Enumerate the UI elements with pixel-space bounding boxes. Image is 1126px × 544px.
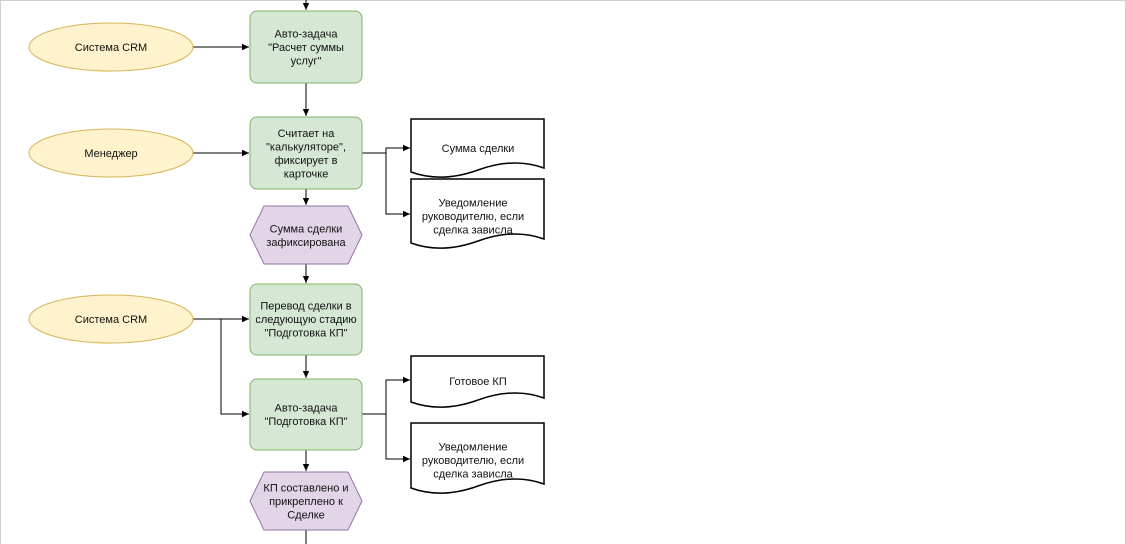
label-line: Перевод сделки в [260, 301, 351, 313]
label-line: сделка зависла [433, 225, 513, 237]
connector-actor-3-to-process-4 [220, 319, 249, 418]
label-line: "Расчет суммы [268, 42, 344, 54]
process-shape [249, 10, 363, 84]
actor-label: Система CRM [75, 314, 147, 326]
label-line: руководителю, если [422, 211, 524, 223]
actor-shape [28, 294, 194, 344]
label-line: "калькуляторе", [266, 141, 346, 153]
label-line: Авто-задача [275, 402, 339, 414]
connector-process-4-to-document-3 [362, 376, 410, 415]
label-line: руководителю, если [422, 455, 524, 467]
event-label: Сумма сделки зафиксирована [266, 223, 346, 249]
process-shape [249, 378, 363, 451]
document-label: Готовое КП [449, 376, 507, 388]
label-line: Система CRM [75, 42, 147, 54]
event-deal-sum-fixed[interactable]: Сумма сделки зафиксирована [249, 205, 363, 265]
document-shape [410, 422, 545, 494]
process-label: Авто-задача"Расчет суммы услуг" [268, 29, 344, 68]
label-line: Сумма сделки [442, 143, 515, 155]
process-shape [249, 283, 363, 356]
actor-crm-system-top[interactable]: Система CRM [28, 22, 194, 72]
label-line: Авто-задача [275, 29, 339, 41]
label-line: следующую стадию [255, 314, 356, 326]
document-shape [410, 355, 545, 408]
document-ready-proposal[interactable]: Готовое КП [410, 355, 545, 408]
label-line: Готовое КП [449, 376, 507, 388]
actor-shape [28, 128, 194, 178]
actors: Система CRM Менеджер Система CRM [28, 22, 194, 344]
connectors [193, 0, 410, 544]
actor-label: Менеджер [84, 148, 137, 160]
label-line: зафиксирована [266, 237, 346, 249]
event-shape [249, 471, 363, 531]
events: Сумма сделки зафиксирована КП составлено … [249, 205, 363, 531]
document-shape [410, 118, 545, 178]
label-line: Считает на [278, 128, 336, 140]
connector-process-2-to-document-2 [385, 153, 410, 218]
process-label: Авто-задача "Подготовка КП" [264, 402, 347, 428]
label-line: КП составлено и [263, 483, 348, 495]
label-line: Менеджер [84, 148, 137, 160]
document-label: Сумма сделки [442, 143, 515, 155]
process-auto-task-proposal[interactable]: Авто-задача "Подготовка КП" [249, 378, 363, 451]
label-line: Система CRM [75, 314, 147, 326]
label-line: услуг" [291, 56, 322, 68]
label-line: "Подготовка КП" [264, 328, 347, 340]
connector-process-4-to-document-4 [385, 414, 410, 463]
label-line: фиксирует в [275, 155, 338, 167]
label-line: "Подготовка КП" [264, 416, 347, 428]
label-line: карточке [284, 168, 329, 180]
actor-shape [28, 22, 194, 72]
document-shape [410, 178, 545, 249]
connector-process-2-to-document-1 [362, 144, 410, 154]
process-auto-task-calc[interactable]: Авто-задача"Расчет суммы услуг" [249, 10, 363, 84]
actor-manager[interactable]: Менеджер [28, 128, 194, 178]
label-line: Сумма сделки [270, 223, 343, 235]
label-line: Уведомление [439, 442, 508, 454]
label-line: Уведомление [439, 198, 508, 210]
actor-crm-system-bottom[interactable]: Система CRM [28, 294, 194, 344]
event-shape [249, 205, 363, 265]
actor-label: Система CRM [75, 42, 147, 54]
label-line: Сделке [287, 510, 325, 522]
label-line: сделка зависла [433, 469, 513, 481]
label-line: прикреплено к [269, 496, 343, 508]
process-shape [249, 116, 363, 190]
document-deal-sum[interactable]: Сумма сделки [410, 118, 545, 178]
